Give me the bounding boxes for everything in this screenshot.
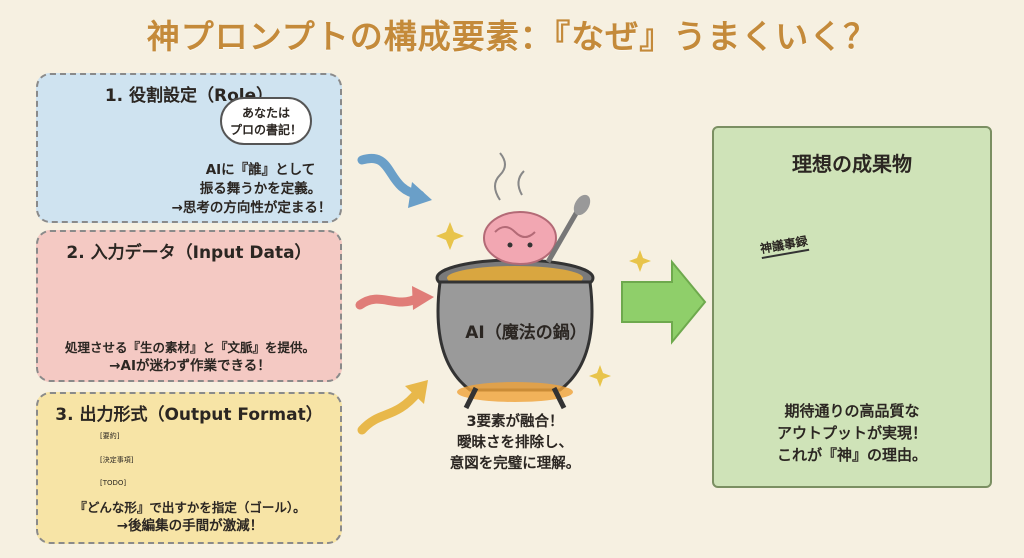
- panel-role: 1. 役割設定（Role） あなたは プロの書記！ AIに『誰』として 振る舞う…: [36, 73, 342, 223]
- spoon-icon: [545, 208, 581, 264]
- panel-output-heading: 3. 出力形式（Output Format）: [55, 405, 323, 425]
- panel-role-text: AIに『誰』として 振る舞うかを定義。 →思考の方向性が定まる！: [172, 161, 343, 218]
- center-line1: 3要素が融合！: [466, 414, 564, 430]
- arrow-yellow-icon: [357, 387, 423, 435]
- speech-bubble: あなたは プロの書記！: [220, 97, 312, 145]
- result-heading: 理想の成果物: [792, 152, 912, 176]
- input-line2: →AIが迷わず作業できる！: [109, 358, 271, 374]
- arrow-right-icon: [621, 259, 707, 345]
- form-label-1: [要約]: [100, 432, 120, 440]
- center-line3: 意図を完璧に理解。: [449, 456, 581, 472]
- form-label-3: [TODO]: [100, 479, 127, 487]
- brain-icon: [483, 211, 557, 265]
- result-line2: アウトプットが実現！: [776, 424, 927, 442]
- role-line2: 振る舞うかを定義。: [199, 181, 322, 197]
- panel-input-heading: 2. 入力データ（Input Data）: [66, 243, 312, 263]
- panel-input-text: 処理させる『生の素材』と『文脈』を提供。 →AIが迷わず作業できる！: [42, 338, 338, 376]
- panel-result: 理想の成果物 神議事録 期待通りの高品質な アウトプットが実現！ これが『神』の…: [712, 126, 992, 488]
- output-line1: 『どんな形』で出すかを指定（ゴール）。: [74, 500, 306, 515]
- panel-output: 3. 出力形式（Output Format） [要約] [決定事項] [TODO…: [36, 392, 342, 544]
- role-line1: AIに『誰』として: [205, 162, 316, 178]
- page-title: 神プロンプトの構成要素：『なぜ』うまくいく？: [146, 17, 878, 56]
- result-line3: これが『神』の理由。: [776, 446, 927, 464]
- doc-title: 神議事録: [758, 231, 810, 260]
- center-text: 3要素が融合！ 曖昧さを排除し、 意図を完璧に理解。: [420, 412, 610, 475]
- result-line1: 期待通りの高品質な: [784, 402, 920, 420]
- arrow-red-icon: [355, 293, 423, 310]
- arrow-blue-icon: [357, 153, 425, 200]
- pot-label: AI（魔法の鍋）: [465, 323, 587, 343]
- input-line1: 処理させる『生の素材』と『文脈』を提供。: [64, 340, 315, 355]
- output-line2: →後編集の手間が激減！: [116, 518, 264, 534]
- bubble-line1: あなたは: [241, 106, 290, 120]
- result-text: 期待通りの高品質な アウトプットが実現！ これが『神』の理由。: [714, 400, 990, 466]
- center-line2: 曖昧さを排除し、: [457, 435, 573, 451]
- role-line3: →思考の方向性が定まる！: [171, 200, 332, 216]
- pot-icon: [435, 258, 595, 410]
- panel-output-text: 『どんな形』で出すかを指定（ゴール）。 →後編集の手間が激減！: [42, 498, 338, 536]
- panel-input: 2. 入力データ（Input Data） 処理させる『生の素材』と『文脈』を提供…: [36, 230, 342, 382]
- bubble-line2: プロの書記！: [229, 123, 302, 137]
- form-label-2: [決定事項]: [100, 456, 134, 464]
